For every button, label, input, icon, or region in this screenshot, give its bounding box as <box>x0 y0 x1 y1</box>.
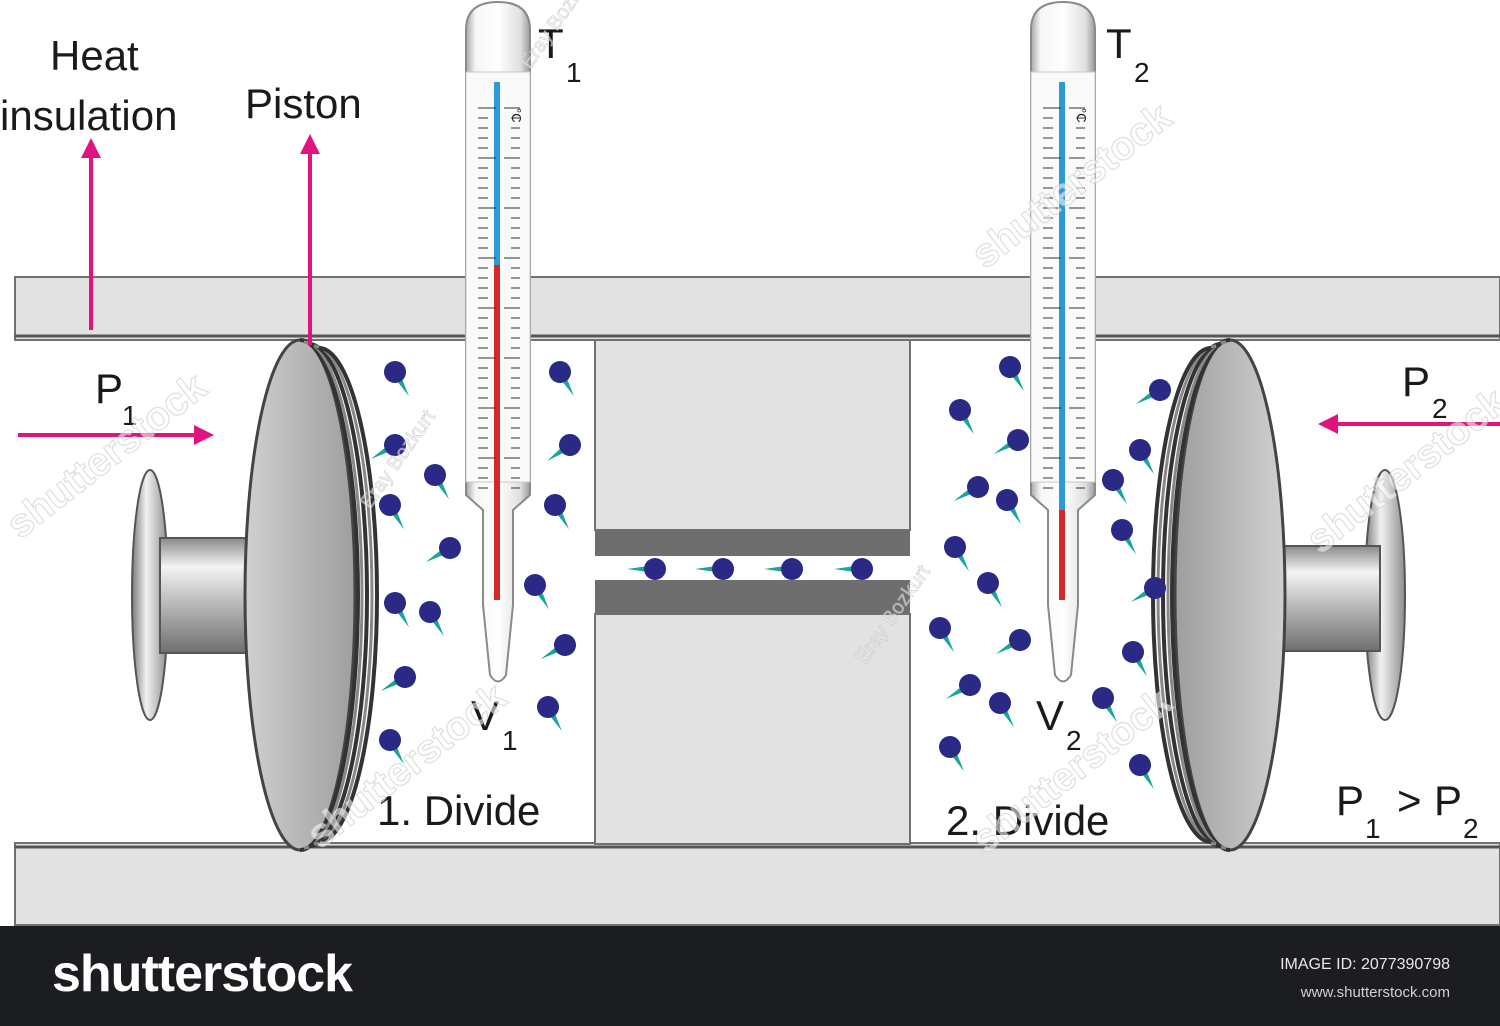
molecule-icon <box>540 634 576 659</box>
compare-p1-letter: P <box>1336 777 1364 824</box>
molecule-icon <box>379 494 404 530</box>
compare-greater-than: > <box>1397 777 1422 824</box>
thermometer-unit: °C <box>509 108 524 123</box>
heat-label-line2: insulation <box>0 92 177 139</box>
diagram: °C °C Heat insulation Piston P 1 P 2 T 1… <box>0 0 1500 926</box>
p2-letter: P <box>1402 358 1430 405</box>
molecule-icon <box>995 629 1031 654</box>
molecule-icon <box>989 692 1014 728</box>
molecule-icon <box>1092 687 1117 723</box>
molecule-icon <box>537 696 562 732</box>
molecule-icon <box>1129 754 1154 790</box>
molecule-icon <box>1130 577 1166 602</box>
molecule-icon <box>993 429 1029 454</box>
thermometer-icon: °C <box>465 0 531 683</box>
footer-site: www.shutterstock.com <box>1300 984 1450 1001</box>
t2-subscript: 2 <box>1134 57 1150 88</box>
v1-subscript: 1 <box>502 725 518 756</box>
molecule-icon <box>944 536 969 572</box>
heat-label-line1: Heat <box>50 32 139 79</box>
v2-subscript: 2 <box>1066 725 1082 756</box>
molecule-icon <box>380 666 416 691</box>
compare-p2-letter: P <box>1434 777 1462 824</box>
molecule-icon <box>544 494 569 530</box>
piston-label: Piston <box>245 80 362 127</box>
v1-letter: V <box>471 692 499 739</box>
molecule-icon <box>945 674 981 699</box>
diagram-canvas: °C °C Heat insulation Piston P 1 P 2 T 1… <box>0 0 1500 926</box>
molecule-icon <box>384 361 409 397</box>
molecule-icon <box>524 574 549 610</box>
footer-bar: shutterstock IMAGE ID: 2077390798 www.sh… <box>0 926 1500 1026</box>
molecule-icon <box>977 572 1002 608</box>
molecule-icon <box>764 558 803 580</box>
molecule-icon <box>384 592 409 628</box>
v2-letter: V <box>1036 692 1064 739</box>
divide-2-label: 2. Divide <box>946 797 1109 844</box>
molecule-icon <box>379 729 404 765</box>
molecule-icon <box>949 399 974 435</box>
pressure-comparison: P 1 > P 2 <box>1336 777 1479 844</box>
porous-plug <box>594 339 911 845</box>
piston-left <box>131 338 379 852</box>
t2-letter: T <box>1106 20 1132 67</box>
footer-image-id: IMAGE ID: 2077390798 <box>1280 956 1450 973</box>
piston-right <box>1151 338 1406 852</box>
molecule-icon <box>1135 379 1171 404</box>
molecule-icon <box>425 537 461 562</box>
p1-letter: P <box>95 365 123 412</box>
t1-letter: T <box>538 20 564 67</box>
molecule-icon <box>370 434 406 459</box>
molecule-icon <box>627 558 666 580</box>
molecule-icon <box>929 617 954 653</box>
molecule-icon <box>424 464 449 500</box>
molecule-icon <box>695 558 734 580</box>
molecule-icon <box>999 356 1024 392</box>
t1-subscript: 1 <box>566 57 582 88</box>
molecule-icon <box>834 558 873 580</box>
p2-subscript: 2 <box>1432 393 1448 424</box>
footer-brand: shutterstock <box>52 945 353 1003</box>
divide-1-label: 1. Divide <box>377 787 540 834</box>
thermometer-icon: °C <box>1030 0 1096 683</box>
thermometer-unit: °C <box>1074 108 1089 123</box>
molecule-icon <box>419 601 444 637</box>
molecule-icon <box>1102 469 1127 505</box>
molecule-icon <box>1122 641 1147 677</box>
molecule-icon <box>953 476 989 501</box>
molecule-icon <box>996 489 1021 525</box>
gas-molecules <box>370 356 1171 790</box>
molecule-icon <box>549 361 574 397</box>
molecule-icon <box>1111 519 1136 555</box>
compare-p2-subscript: 2 <box>1463 813 1479 844</box>
compare-p1-subscript: 1 <box>1365 813 1381 844</box>
top-insulation-wall <box>14 276 1500 341</box>
molecule-icon <box>547 434 581 462</box>
p1-subscript: 1 <box>122 400 138 431</box>
molecule-icon <box>1129 439 1154 475</box>
molecule-icon <box>939 736 964 772</box>
bottom-insulation-wall <box>14 842 1500 926</box>
